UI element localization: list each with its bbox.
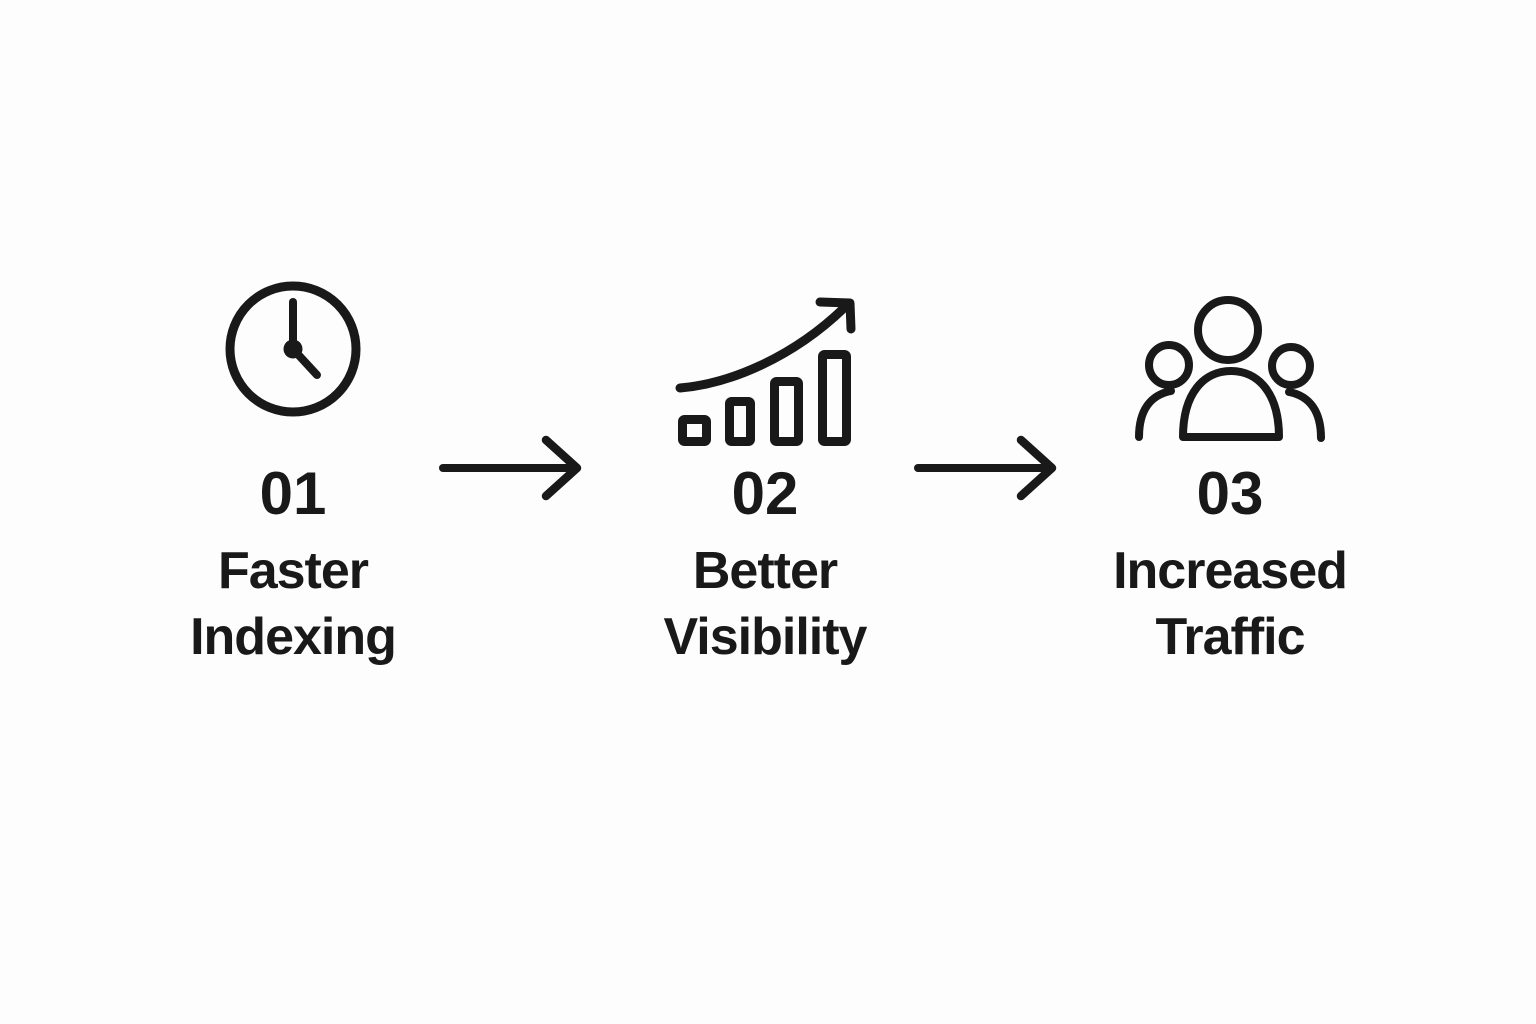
step-icon-box <box>674 278 856 448</box>
flow-connector <box>912 432 1058 509</box>
step-number: 01 <box>259 460 327 527</box>
step-label-line1: Better <box>692 542 838 600</box>
step-label-line2: Indexing <box>190 608 397 666</box>
step-icon-box <box>220 278 366 448</box>
step-better-visibility: 02 Better Visibility <box>585 278 945 670</box>
people-group-icon <box>1135 296 1325 442</box>
step-increased-traffic: 03 Increased Traffic <box>1050 278 1410 670</box>
arrow-right-icon <box>914 435 1057 501</box>
step-faster-indexing: 01 Faster Indexing <box>113 278 473 670</box>
step-label-line1: Increased <box>1113 542 1348 600</box>
step-label-line2: Traffic <box>1155 608 1305 666</box>
step-label-line1: Faster <box>217 542 369 600</box>
growth-bar-chart-icon <box>675 297 856 446</box>
step-label-line2: Visibility <box>663 608 868 666</box>
step-icon-box <box>1133 278 1327 448</box>
step-label: Better Visibility <box>663 538 868 670</box>
clock-icon <box>225 281 361 417</box>
step-label: Faster Indexing <box>190 538 397 670</box>
step-number: 03 <box>1196 460 1264 527</box>
flow-connector <box>437 432 583 509</box>
step-number: 02 <box>731 460 799 527</box>
arrow-right-icon <box>439 435 582 501</box>
step-label: Increased Traffic <box>1113 538 1348 670</box>
